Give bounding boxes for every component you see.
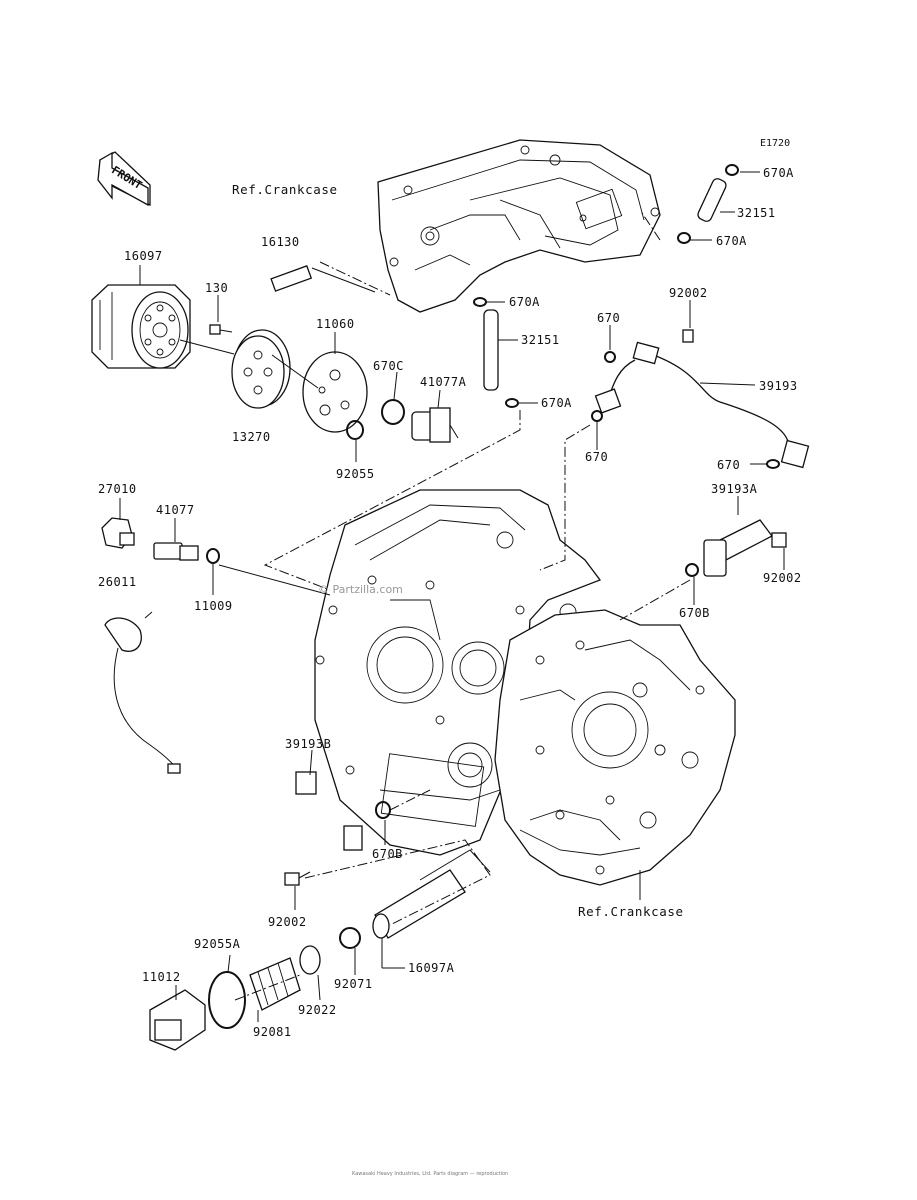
label-92055A: 92055A: [194, 937, 241, 951]
ref-crankcase-bottom: Ref.Crankcase: [578, 904, 684, 919]
pipe-39193: [591, 329, 810, 469]
label-16130: 16130: [261, 235, 300, 249]
label-92022: 92022: [298, 1003, 337, 1017]
label-670A-top: 670A: [763, 166, 794, 180]
label-670A-second: 670A: [716, 234, 747, 248]
label-11009: 11009: [194, 599, 233, 613]
lead-26011: [104, 611, 181, 774]
pipe-16130: [270, 265, 376, 293]
crankcase-right-half: [494, 609, 736, 886]
gasket-11060: [302, 351, 368, 433]
label-27010: 27010: [98, 482, 137, 496]
label-16097: 16097: [124, 249, 163, 263]
label-670B-right: 670B: [679, 606, 710, 620]
crankcase-top-half: [377, 139, 661, 313]
front-direction-arrow: FRONT: [97, 151, 151, 207]
o-ring-670C: [381, 399, 405, 425]
label-39193: 39193: [759, 379, 798, 393]
label-670B-lower: 670B: [372, 847, 403, 861]
ref-crankcase-top: Ref.Crankcase: [232, 182, 338, 197]
label-670A-fourth: 670A: [541, 396, 572, 410]
pipe-39193B: [280, 771, 391, 851]
washer-11009: [206, 548, 220, 564]
o-ring-92055: [346, 420, 364, 440]
label-26011: 26011: [98, 575, 137, 589]
label-11012: 11012: [142, 970, 181, 984]
fitting-41077: [153, 542, 199, 561]
label-39193B: 39193B: [285, 737, 331, 751]
pipe-32151-middle: [473, 297, 519, 408]
fitting-41077A: [411, 407, 459, 443]
label-670-top: 670: [597, 311, 620, 325]
label-92055: 92055: [336, 467, 375, 481]
label-41077: 41077: [156, 503, 195, 517]
footer-text: Kawasaki Heavy Industries, Ltd. Parts di…: [352, 1171, 508, 1177]
label-39193A: 39193A: [711, 482, 758, 496]
label-670C: 670C: [373, 359, 404, 373]
bolt-130: [209, 324, 233, 335]
label-92071: 92071: [334, 977, 373, 991]
label-92081: 92081: [253, 1025, 292, 1039]
plug-11012: [149, 989, 206, 1051]
watermark: © Partzilla.com: [318, 583, 403, 596]
pipe-32151-upper: [677, 164, 739, 244]
label-13270: 13270: [232, 430, 271, 444]
crankcase-left-half: [314, 489, 602, 856]
label-16097A: 16097A: [408, 961, 455, 975]
label-11060: 11060: [316, 317, 355, 331]
diagram-code: E1720: [760, 138, 790, 149]
label-92002-lower: 92002: [268, 915, 307, 929]
o-ring-92055A: [208, 971, 246, 1029]
strainer-16097A: [372, 849, 491, 939]
label-32151-top: 32151: [737, 206, 776, 220]
oil-pressure-switch-27010: [101, 517, 135, 549]
label-670A-third: 670A: [509, 295, 540, 309]
label-41077A: 41077A: [420, 375, 467, 389]
spring-92081: [249, 957, 301, 1011]
bolt-92002-lower: [284, 871, 311, 886]
oil-filter-16097: [91, 284, 191, 369]
seal-92071: [339, 927, 361, 949]
leader-lines: [119, 171, 785, 1022]
label-670-middle: 670: [585, 450, 608, 464]
pipe-39193A: [685, 519, 787, 577]
label-130: 130: [205, 281, 228, 295]
label-32151-middle: 32151: [521, 333, 560, 347]
label-670-right: 670: [717, 458, 740, 472]
label-92002-right: 92002: [763, 571, 802, 585]
label-92002-top: 92002: [669, 286, 708, 300]
washer-92022: [299, 945, 321, 975]
plate-13270: [231, 329, 291, 409]
